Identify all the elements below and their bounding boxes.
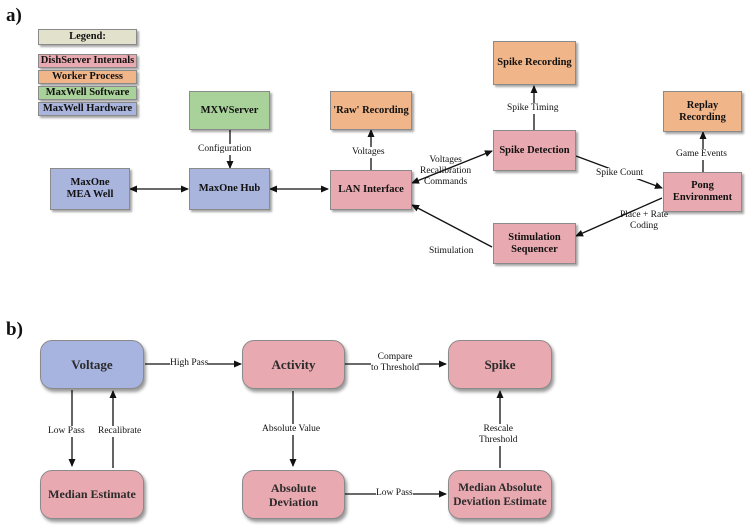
node-lan-interface: LAN Interface [330,170,412,210]
legend-item-dishserver: DishServer Internals [38,54,137,68]
edge-stim-lan [411,204,493,248]
edge-label-high-pass: High Pass [170,358,209,369]
edge-pong-stim [575,197,663,237]
node-spike-detection: Spike Detection [493,130,576,171]
node-stimulation-sequencer: Stimulation Sequencer [493,223,576,264]
node-absolute-deviation: Absolute Deviation [242,470,345,519]
node-voltage: Voltage [40,340,144,389]
edge-label-voltages: Voltages [352,147,385,158]
edge-label-low-pass-2: Low Pass [376,488,413,499]
panel-a-label: a) [6,5,22,26]
node-activity: Activity [242,340,345,389]
edge-label-place-rate-coding: Place + Rate Coding [620,210,669,231]
edge-label-stimulation: Stimulation [429,246,474,257]
edge-label-game-events: Game Events [676,149,727,160]
node-replay-recording: Replay Recording [663,91,742,132]
edge-label-compare-threshold: Compare to Threshold [371,352,420,374]
edge-label-low-pass: Low Pass [48,426,85,437]
node-raw-recording: 'Raw' Recording [330,91,412,130]
edge-label-absolute-value: Absolute Value [262,424,321,435]
node-spike-recording: Spike Recording [493,41,576,85]
edge-label-spike-timing: Spike Timing [507,103,559,114]
edge-label-spike-count: Spike Count [596,168,644,179]
edge-lan-spike-detection [411,150,493,184]
edge-label-configuration: Configuration [198,144,252,155]
edge-label-rescale-threshold: Rescale Threshold [479,424,518,446]
node-maxone-hub: MaxOne Hub [189,168,270,210]
node-mxwserver: MXWServer [189,91,270,130]
edge-label-recalibrate: Recalibrate [98,426,142,437]
node-spike: Spike [448,340,552,389]
legend-item-worker: Worker Process [38,70,137,84]
node-pong-environment: Pong Environment [663,172,742,212]
legend-item-maxwell-software: MaxWell Software [38,86,137,100]
node-maxone-mea-well: MaxOne MEA Well [50,168,130,210]
edge-label-voltages-recalibration: Voltages Recalibration Commands [420,155,472,187]
legend-item-maxwell-hardware: MaxWell Hardware [38,102,137,116]
node-median-estimate: Median Estimate [40,470,144,519]
node-mad-estimate: Median Absolute Deviation Estimate [448,470,552,519]
legend-title: Legend: [38,29,137,45]
panel-b-label: b) [6,319,23,340]
